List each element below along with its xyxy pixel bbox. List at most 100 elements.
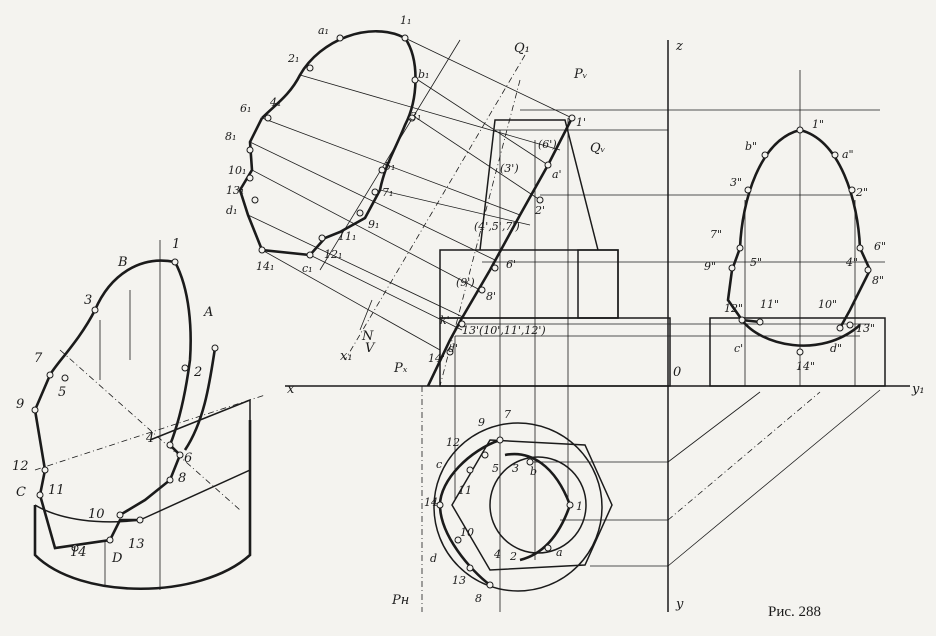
point-marker — [166, 441, 174, 449]
iso-diag-2 — [59, 349, 241, 511]
aux-label: 12₁ — [324, 248, 342, 261]
label-ph: Pн — [391, 593, 409, 608]
side-label: 8" — [872, 274, 884, 287]
iso-section-left — [33, 259, 176, 550]
point-marker — [836, 324, 844, 332]
aux-link-11 — [379, 189, 531, 226]
iso-label: 5 — [58, 385, 66, 400]
side-label: 13" — [856, 322, 875, 335]
point-marker — [41, 466, 49, 474]
iso-label: 6 — [184, 451, 192, 466]
aux-label: 9₁ — [368, 218, 379, 231]
point-marker — [796, 126, 804, 134]
transfer-line-2 — [667, 391, 821, 521]
side-right-lower — [838, 247, 872, 329]
front-label: d' — [448, 342, 458, 355]
front-cone-outline — [479, 119, 599, 251]
point-marker — [171, 258, 179, 266]
point-marker — [318, 234, 326, 242]
top-label: b — [530, 465, 537, 478]
point-marker — [796, 348, 804, 356]
label-axis-y: y — [675, 597, 684, 612]
point-marker — [568, 114, 576, 122]
front-label: a' — [552, 168, 562, 181]
transfer-line-3 — [667, 391, 761, 463]
point-marker — [106, 536, 114, 544]
side-base-rect — [709, 317, 886, 387]
label-q1: Q₁ — [514, 41, 530, 56]
point-marker — [136, 516, 144, 524]
transfer-line-1 — [667, 389, 881, 567]
aux-link-6 — [249, 141, 496, 261]
point-marker — [466, 564, 474, 572]
top-label: 7 — [504, 408, 511, 421]
aux-x1-line — [319, 39, 461, 271]
iso-label: C — [16, 485, 26, 500]
point-marker — [738, 316, 746, 324]
top-label: 8 — [475, 592, 482, 605]
point-marker — [246, 146, 254, 154]
top-label: 4 — [493, 548, 501, 561]
top-hexagon — [451, 439, 613, 571]
point-marker — [71, 544, 79, 552]
top-label: a — [556, 546, 563, 559]
aux-link-5 — [261, 117, 521, 216]
point-marker — [736, 244, 744, 252]
iso-cylinder-body — [33, 420, 252, 591]
axis-labels: x y y₁ z 0 Pᵥ Pн Pₓ Qᵥ Q₁ x₁ N V — [287, 39, 925, 612]
iso-label: 2 — [193, 365, 202, 380]
front-label: (9') — [456, 276, 475, 289]
front-label: (4',5',7') — [474, 220, 520, 233]
point-marker — [211, 344, 219, 352]
aux-link-9 — [261, 249, 441, 351]
top-label: 13 — [452, 574, 466, 587]
point-marker — [458, 320, 466, 328]
iso-label: D — [111, 551, 123, 566]
iso-label: 9 — [16, 397, 24, 412]
point-marker — [401, 34, 409, 42]
front-prism-inner — [577, 249, 619, 319]
point-marker — [566, 501, 574, 509]
point-marker — [454, 536, 462, 544]
side-label: 14" — [796, 360, 815, 373]
side-label: a" — [842, 148, 854, 161]
point-marker — [756, 318, 764, 326]
iso-rim — [183, 347, 217, 451]
point-marker — [336, 34, 344, 42]
point-marker — [744, 186, 752, 194]
side-label: c' — [734, 342, 743, 355]
label-n: N — [361, 329, 374, 344]
side-bottom-curve — [740, 319, 861, 347]
aux-label: 6₁ — [240, 102, 251, 115]
aux-link-3 — [411, 114, 541, 201]
isometric-view — [33, 240, 266, 591]
auxiliary-point-labels: a₁ 1₁ 2₁ b₁ 4₁ 6₁ 3₁ 8₁ 5₁ 10₁ 7₁ 13₁ 9₁… — [225, 14, 429, 275]
aux-left-curve — [261, 29, 406, 119]
aux-label: c₁ — [302, 262, 313, 275]
side-label: 2" — [855, 186, 868, 199]
label-axis-x: x — [287, 382, 295, 397]
aux-label: 14₁ — [256, 260, 274, 273]
point-marker — [91, 306, 99, 314]
aux-label: d₁ — [226, 204, 237, 217]
iso-label: 13 — [128, 537, 145, 552]
point-marker — [848, 186, 856, 194]
iso-label: B — [117, 255, 128, 270]
aux-link-8 — [247, 214, 466, 319]
point-marker — [31, 406, 39, 414]
point-marker — [378, 166, 386, 174]
point-marker — [166, 476, 174, 484]
label-pv: Pᵥ — [573, 67, 588, 82]
point-marker — [544, 544, 552, 552]
point-marker — [36, 491, 44, 499]
side-label: 12" — [724, 302, 743, 315]
front-label: 14' — [428, 352, 445, 365]
point-marker — [486, 581, 494, 589]
aux-label: 2₁ — [287, 52, 299, 65]
aux-label: 3₁ — [410, 110, 421, 123]
front-view — [426, 79, 885, 612]
label-axis-y1: y₁ — [911, 382, 925, 397]
point-marker — [176, 451, 184, 459]
